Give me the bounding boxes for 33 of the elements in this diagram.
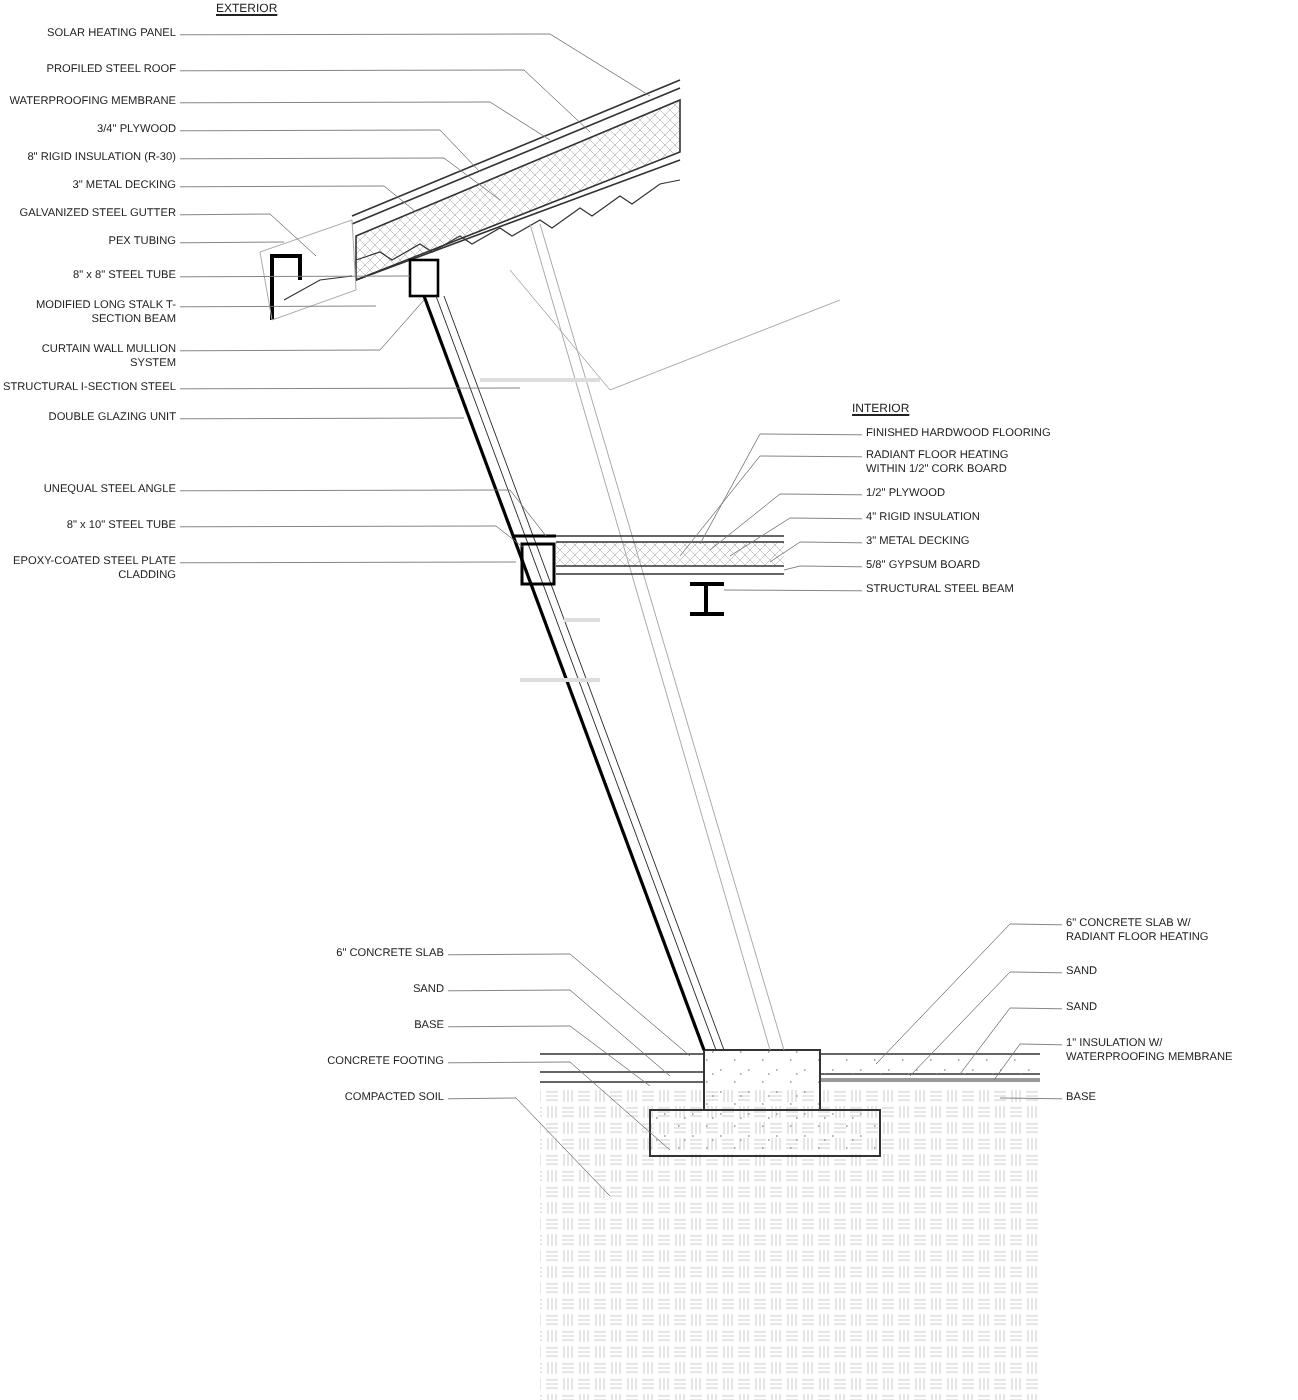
leader-line	[179, 185, 417, 213]
leader-line	[699, 433, 863, 545]
leader-line	[179, 275, 411, 278]
leader-line	[179, 129, 481, 173]
leader-line	[729, 517, 863, 557]
leader-line	[179, 157, 501, 201]
leader-line	[179, 241, 285, 244]
leader-line	[179, 387, 521, 390]
leader-line	[959, 1007, 1063, 1075]
leader-line	[875, 923, 1063, 1065]
leader-line	[179, 33, 651, 97]
leader-line	[179, 525, 525, 549]
leader-line	[679, 455, 863, 557]
leader-line	[179, 489, 547, 537]
leader-line	[179, 299, 425, 352]
leader-line	[723, 589, 863, 592]
leader-line	[909, 971, 1063, 1077]
leader-line	[447, 1025, 651, 1087]
leader-line	[179, 213, 317, 257]
leader-line	[447, 989, 671, 1077]
leader-line	[447, 953, 691, 1057]
leader-line	[179, 305, 377, 308]
leader-line	[783, 565, 863, 571]
leader-line	[179, 69, 591, 133]
leader-line	[447, 1097, 611, 1197]
leader-line	[179, 101, 551, 141]
leader-line	[179, 561, 517, 564]
leader-line	[709, 493, 863, 551]
leader-line	[447, 1061, 671, 1151]
leader-line	[999, 1097, 1063, 1100]
leader-line	[179, 417, 465, 420]
leader-line	[769, 541, 863, 563]
leader-line	[993, 1043, 1063, 1081]
